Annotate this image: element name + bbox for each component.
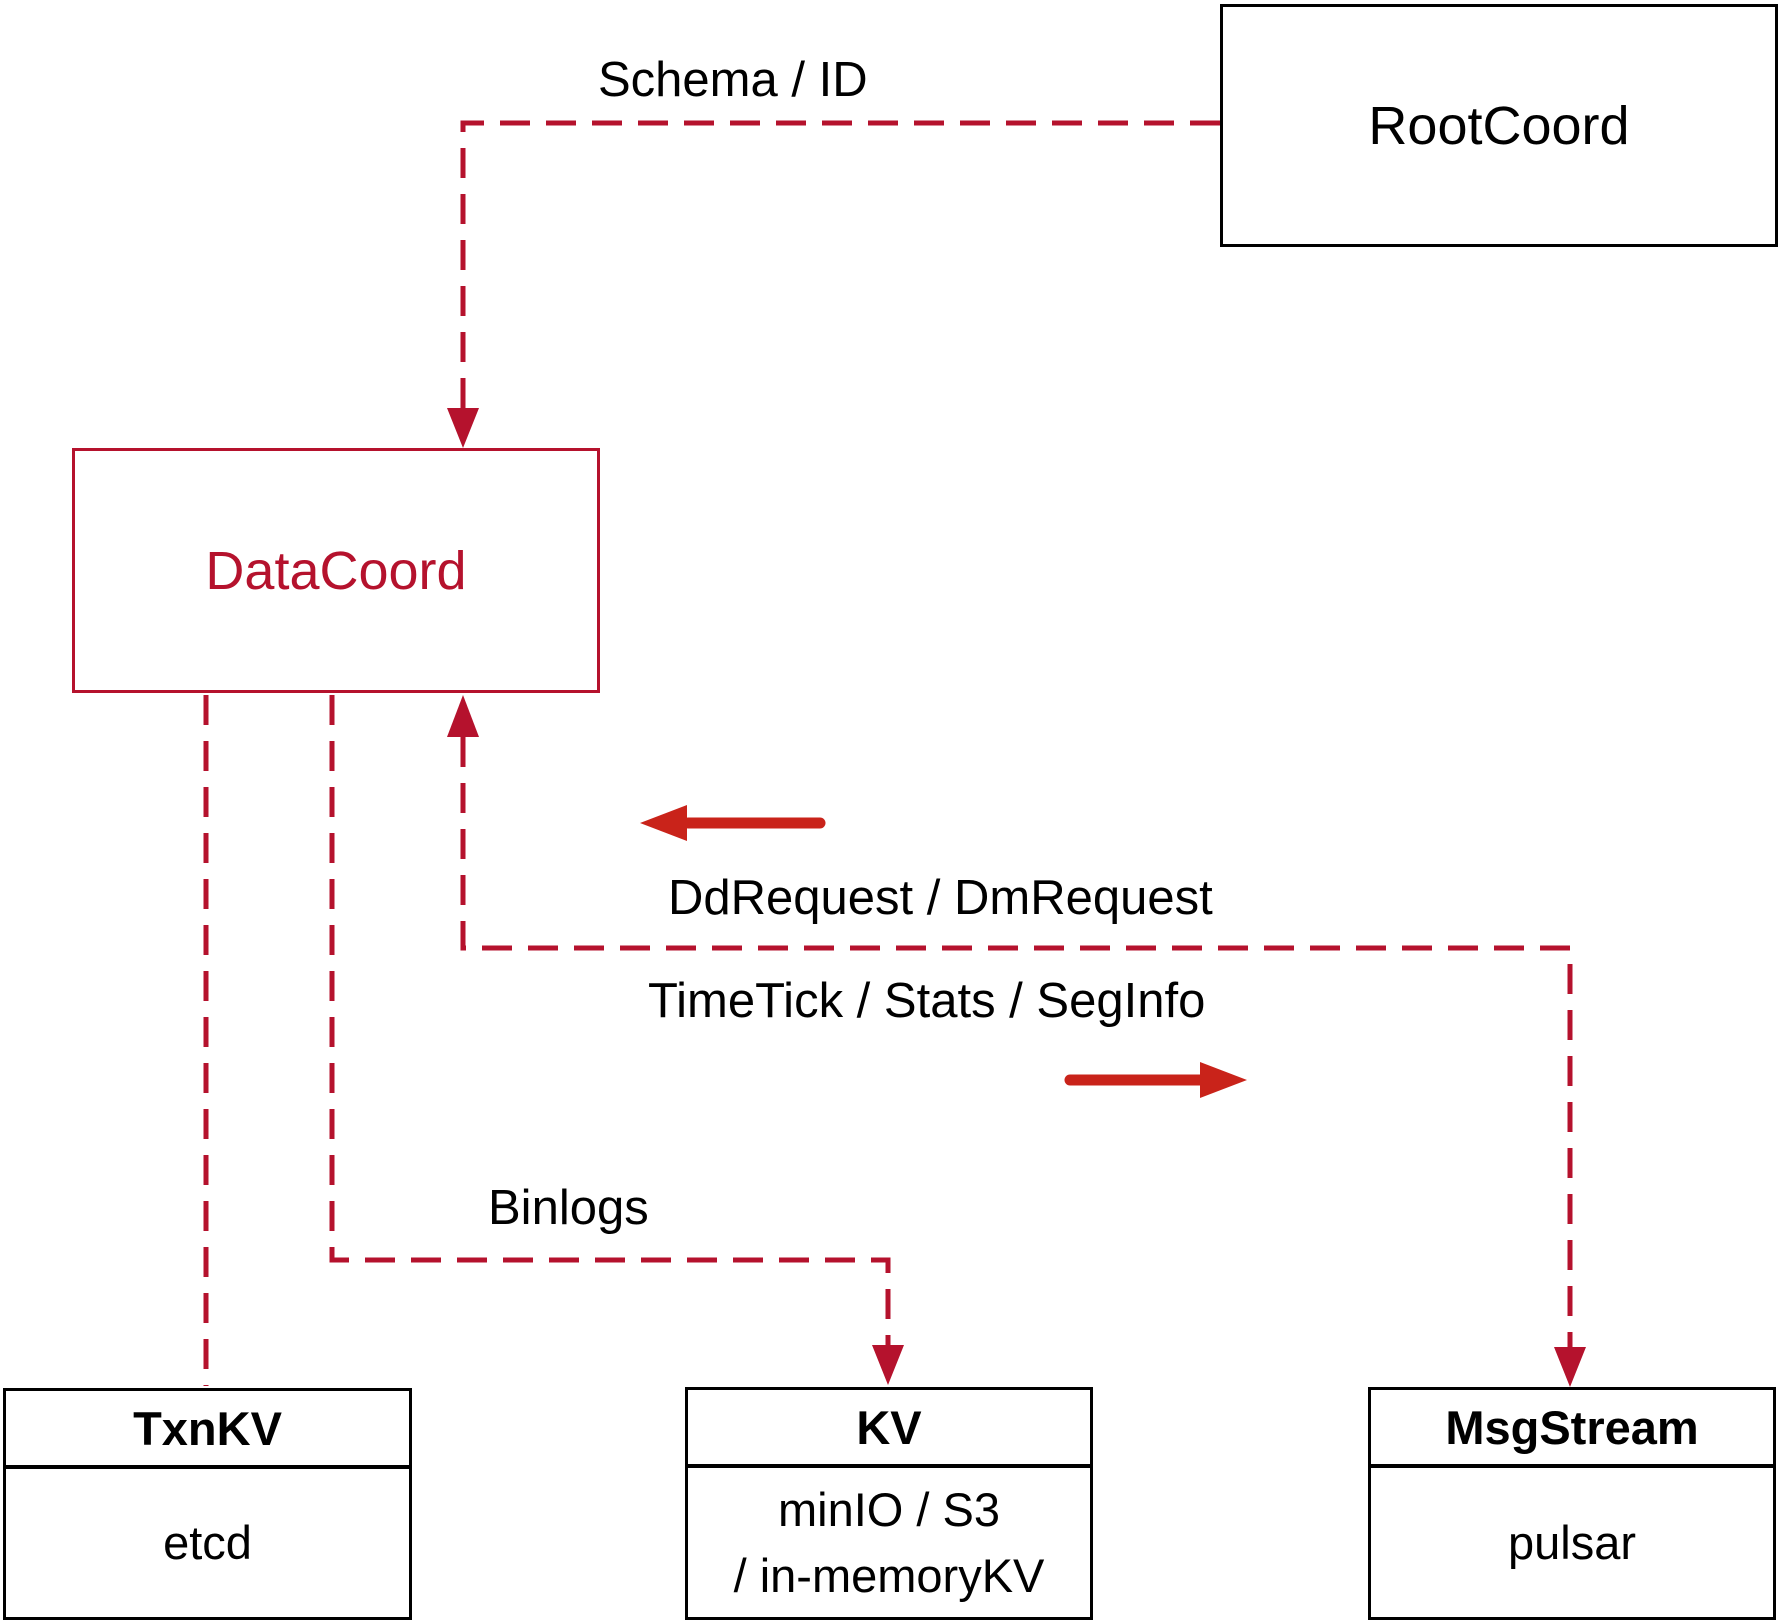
edge-label-ddrequest: DdRequest / DmRequest bbox=[668, 871, 1213, 925]
rootcoord-label: RootCoord bbox=[1368, 95, 1630, 156]
edge-label-schema-id: Schema / ID bbox=[598, 53, 868, 107]
node-rootcoord: RootCoord bbox=[1220, 4, 1778, 247]
node-txnkv: TxnKV etcd bbox=[3, 1388, 412, 1620]
direction-arrow-left-icon bbox=[640, 805, 826, 841]
node-msgstream: MsgStream pulsar bbox=[1368, 1387, 1776, 1620]
ddrequest-arrowhead-icon bbox=[447, 695, 479, 737]
schema-id-connector bbox=[460, 120, 1220, 408]
schema-id-arrowhead-icon bbox=[447, 408, 479, 448]
direction-arrow-right-icon bbox=[1064, 1062, 1247, 1098]
msgstream-body-line: pulsar bbox=[1507, 1515, 1636, 1569]
edge-label-binlogs: Binlogs bbox=[488, 1181, 649, 1235]
datacoord-label: DataCoord bbox=[205, 540, 467, 601]
msgstream-title: MsgStream bbox=[1371, 1390, 1773, 1468]
binlogs-arrowhead-icon bbox=[872, 1345, 904, 1385]
node-datacoord: DataCoord bbox=[72, 448, 600, 693]
kv-body-line: / in-memoryKV bbox=[733, 1548, 1045, 1602]
kv-title: KV bbox=[688, 1390, 1090, 1468]
kv-body-line: minIO / S3 bbox=[777, 1482, 1000, 1536]
binlogs-connector bbox=[329, 695, 891, 1345]
edge-label-timetick: TimeTick / Stats / SegInfo bbox=[648, 974, 1206, 1028]
msgstream-connector bbox=[460, 737, 1573, 1347]
txnkv-body-line: etcd bbox=[163, 1516, 252, 1569]
node-kv: KV minIO / S3 / in-memoryKV bbox=[685, 1387, 1093, 1620]
txnkv-title: TxnKV bbox=[6, 1391, 409, 1469]
msgstream-arrowhead-icon bbox=[1554, 1347, 1586, 1387]
